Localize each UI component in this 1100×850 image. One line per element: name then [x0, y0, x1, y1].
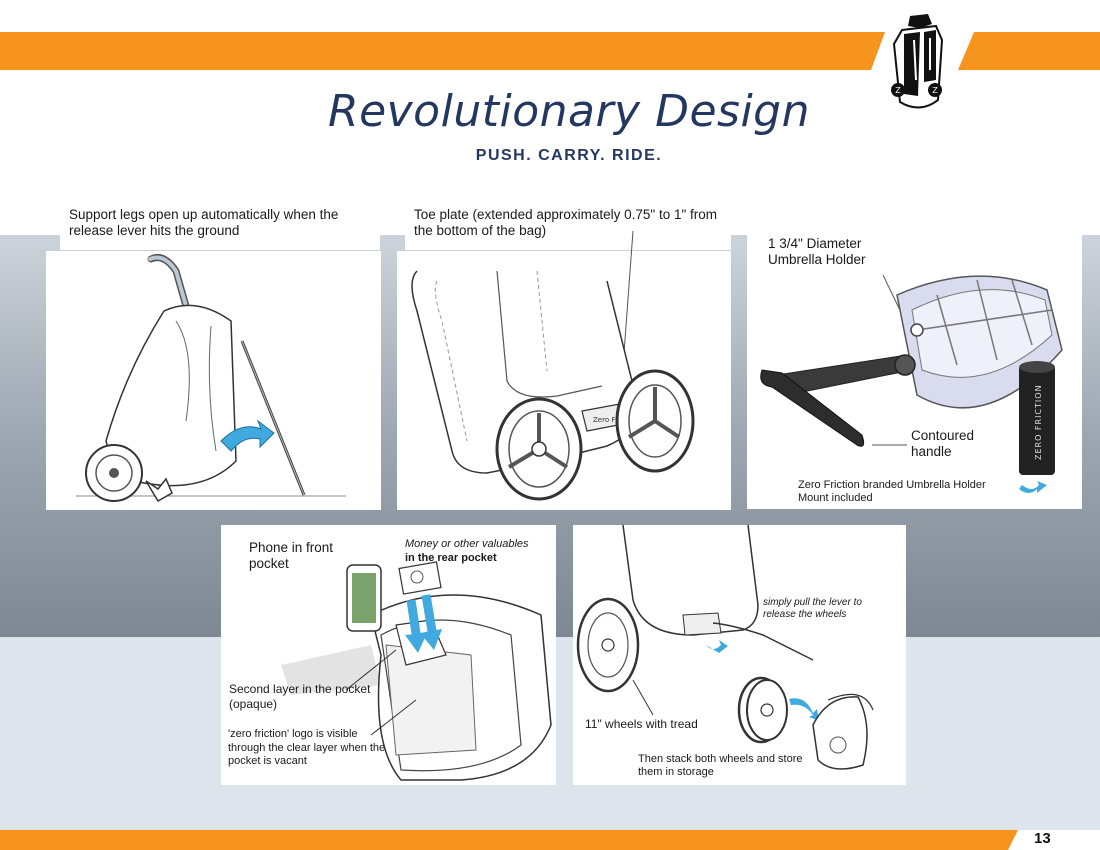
caption-contoured-handle: Contoured handle	[911, 428, 975, 459]
golf-bag-logo-icon: Z Z	[891, 14, 944, 109]
illustration-pockets	[281, 561, 552, 781]
caption-support-legs: Support legs open up automatically when …	[69, 207, 339, 238]
page-number: 13	[1034, 830, 1051, 847]
caption-toe-plate: Toe plate (extended approximately 0.75" …	[414, 207, 718, 238]
illustration-umbrella-holder: ZERO FRICTION	[760, 274, 1063, 493]
top-accent-band-left	[0, 32, 885, 70]
toe-plate-label: Zero Friction	[593, 416, 637, 424]
illustration-stand-bag	[76, 254, 346, 503]
svg-text:Z: Z	[895, 86, 901, 95]
umbrella-holder-label: ZERO FRICTION	[1034, 384, 1043, 460]
illustration-wheels	[576, 524, 874, 770]
caption-second-layer: Second layer in the pocket (opaque)	[229, 682, 371, 711]
caption-phone-pocket: Phone in front pocket	[249, 540, 334, 571]
caption-money-pocket: Money or other valuables	[405, 538, 529, 550]
caption-release-lever: simply pull the lever to release the whe…	[763, 597, 862, 620]
caption-wheel-size: 11" wheels with tread	[585, 717, 698, 731]
caption-money-pocket-bold: in the rear pocket	[405, 552, 497, 564]
page-subtitle: PUSH. CARRY. RIDE.	[475, 147, 663, 164]
caption-umbrella-mount: Zero Friction branded Umbrella Holder Mo…	[798, 479, 986, 504]
page-title: Revolutionary Design	[328, 86, 810, 137]
illustration-toe-plate: Zero Friction	[411, 230, 695, 501]
caption-umbrella-holder: 1 3/4" Diameter Umbrella Holder	[768, 236, 866, 267]
bottom-accent-band	[0, 830, 1018, 850]
svg-text:Z: Z	[932, 86, 938, 95]
caption-box-support-legs	[60, 200, 380, 250]
caption-stack-wheels: Then stack both wheels and store them in…	[638, 753, 803, 778]
caption-logo-visible: 'zero friction' logo is visible through …	[228, 728, 386, 767]
top-accent-band-right	[958, 32, 1100, 70]
caption-box-toe-plate	[405, 200, 731, 250]
